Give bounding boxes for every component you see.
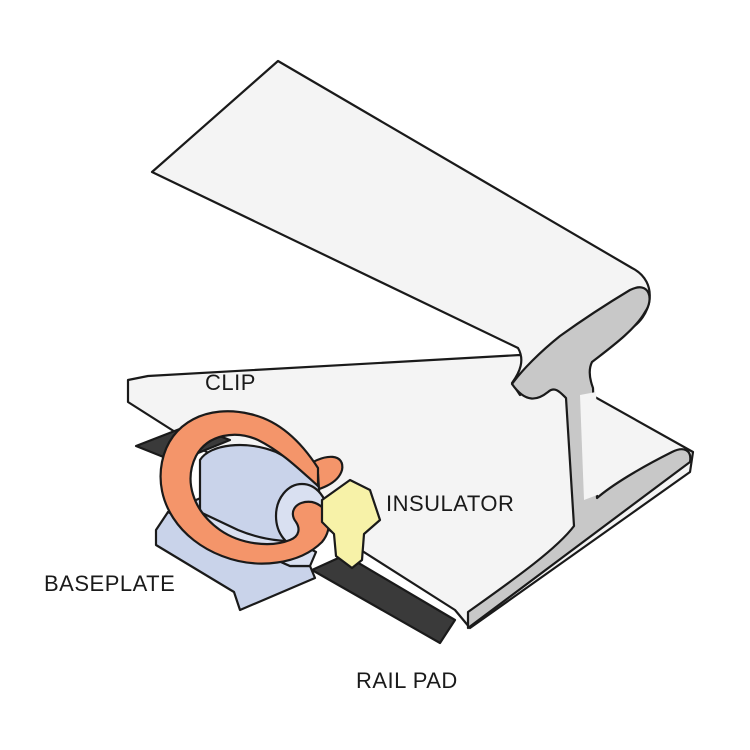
rail-pad-label: RAIL PAD xyxy=(356,668,458,693)
insulator xyxy=(320,478,382,570)
baseplate-label: BASEPLATE xyxy=(44,571,176,596)
insulator-label: INSULATOR xyxy=(386,491,515,516)
clip-label: CLIP xyxy=(205,370,256,395)
rail-web-highlight xyxy=(580,392,600,500)
rail-profile xyxy=(466,286,692,630)
clip xyxy=(159,410,330,565)
rail-pad xyxy=(310,553,457,645)
